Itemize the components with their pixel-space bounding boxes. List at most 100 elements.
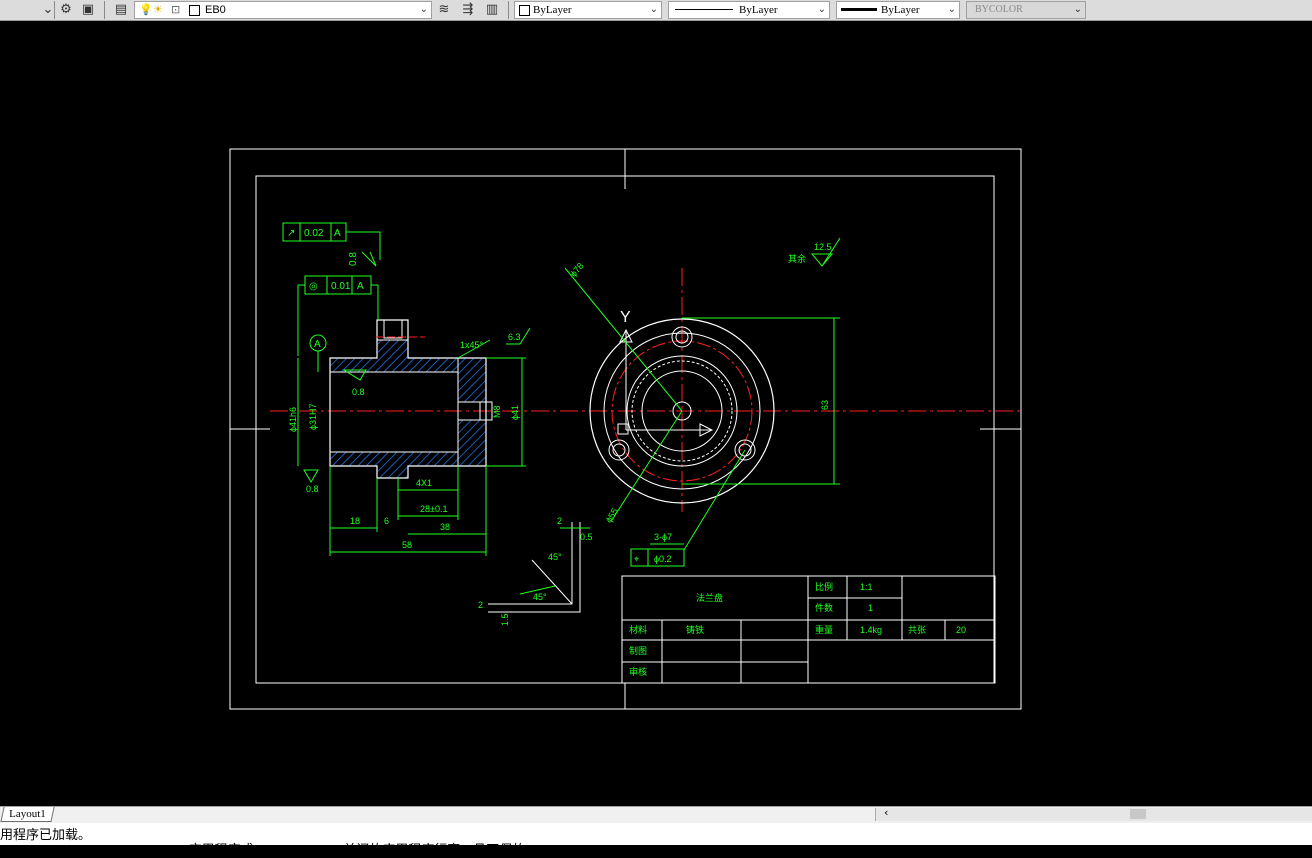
linetype-combo[interactable]: ByLayer ⌄	[668, 1, 830, 19]
svg-text:20: 20	[956, 625, 966, 635]
svg-text:ϕ0.2: ϕ0.2	[654, 554, 672, 564]
svg-text:2: 2	[557, 516, 562, 526]
chevron-down-icon: ⌄	[419, 4, 428, 15]
svg-text:1x45°: 1x45°	[460, 340, 484, 350]
svg-text:0.01: 0.01	[331, 281, 351, 292]
svg-text:1: 1	[868, 603, 873, 613]
linetype-sample	[675, 9, 733, 10]
chevron-down-icon: ⌄	[947, 4, 956, 15]
svg-text:6.3: 6.3	[508, 332, 521, 342]
title-block	[621, 575, 996, 684]
color-combo[interactable]: ByLayer ⌄	[514, 1, 662, 19]
svg-text:12.5: 12.5	[814, 242, 832, 252]
svg-text:28±0.1: 28±0.1	[420, 504, 447, 514]
svg-text:共张: 共张	[908, 625, 926, 635]
svg-text:0.02: 0.02	[304, 228, 324, 239]
svg-text:63: 63	[820, 400, 830, 410]
layer-state-icon[interactable]: ▣	[81, 2, 95, 17]
lineweight-sample	[841, 8, 877, 11]
svg-text:◎: ◎	[309, 281, 318, 292]
svg-text:ϕ41: ϕ41	[510, 405, 520, 420]
bulb-icon: 💡	[139, 3, 153, 16]
color-swatch	[519, 5, 530, 16]
lineweight-combo[interactable]: ByLayer ⌄	[836, 1, 960, 19]
properties-toolbar: ⌄ ⚙ ▣ ▤ 💡 ☀ ⊡ EB0 ⌄ ≋ ⇶ ▥ ByLayer ⌄ ByLa…	[0, 0, 1312, 21]
horizontal-scrollbar[interactable]: ‹	[875, 806, 1312, 821]
svg-text:ϕ31H7: ϕ31H7	[308, 403, 318, 430]
svg-text:1:1: 1:1	[860, 582, 873, 592]
command-line-2: … … … … … … … … … … … 应用程序或 … … … … … 关闭…	[0, 843, 526, 858]
sun-icon: ☀	[153, 3, 163, 16]
section-annotations: 0.8 0.8 6.3 1x45° ϕ41h6 ϕ31H7 M8 ϕ41 4X1…	[288, 327, 531, 556]
layer-name: EB0	[205, 4, 226, 16]
svg-text:其余: 其余	[788, 253, 806, 264]
title-block-text: 法兰盘 比例 1:1 件数 1 材料 铸铁 重量 1.4kg 共张 20 制图 …	[629, 581, 966, 677]
svg-text:A: A	[334, 228, 341, 239]
linetype-combo-value: ByLayer	[739, 4, 778, 16]
svg-text:0.8: 0.8	[348, 252, 359, 266]
svg-text:1.5: 1.5	[500, 613, 510, 626]
svg-text:4X1: 4X1	[416, 478, 432, 488]
svg-text:M8: M8	[492, 405, 502, 418]
svg-text:0.5: 0.5	[580, 532, 593, 542]
gear-icon[interactable]: ⚙	[60, 2, 72, 17]
section-view	[329, 319, 493, 479]
layer-combo[interactable]: 💡 ☀ ⊡ EB0 ⌄	[134, 1, 432, 19]
svg-text:3-ϕ7: 3-ϕ7	[654, 532, 672, 542]
svg-text:材料: 材料	[629, 624, 647, 635]
layer-isolate-icon[interactable]: ▥	[485, 2, 499, 17]
svg-text:0.8: 0.8	[306, 484, 319, 494]
tab-layout1[interactable]: Layout1	[0, 807, 55, 822]
chevron-down-icon: ⌄	[817, 4, 826, 15]
chevron-down-icon: ⌄	[1073, 4, 1082, 15]
datum-a: A	[309, 334, 327, 372]
svg-text:6: 6	[384, 516, 389, 526]
command-line-1: 用程序已加载。	[0, 828, 92, 843]
svg-text:18: 18	[350, 516, 360, 526]
centering-marks	[230, 149, 1021, 709]
svg-text:铸铁: 铸铁	[686, 624, 704, 635]
lineweight-combo-value: ByLayer	[881, 4, 920, 16]
front-view-dimensions: ϕ78 ϕ55 63 3-ϕ7 ⌖ ϕ0.2	[564, 261, 840, 567]
svg-text:ϕ55: ϕ55	[604, 506, 620, 524]
svg-text:重量: 重量	[815, 624, 833, 635]
dropdown-arrow-icon[interactable]: ⌄	[42, 2, 54, 17]
svg-text:0.8: 0.8	[352, 387, 365, 397]
layer-manager-icon[interactable]: ▤	[114, 2, 128, 17]
general-roughness: 其余 12.5	[788, 237, 841, 267]
plotstyle-combo-value: BYCOLOR	[975, 4, 1023, 15]
color-combo-value: ByLayer	[533, 4, 572, 16]
svg-text:件数: 件数	[815, 602, 833, 613]
gdt-concentric-frame: ◎ 0.01 A	[297, 275, 379, 356]
tab-layout1-label: Layout1	[9, 808, 46, 820]
svg-text:A: A	[314, 339, 321, 350]
lock-icon: ⊡	[171, 3, 181, 16]
svg-text:45°: 45°	[548, 552, 562, 562]
svg-text:法兰盘: 法兰盘	[696, 592, 723, 603]
plotstyle-combo[interactable]: BYCOLOR ⌄	[966, 1, 1086, 19]
svg-text:制图: 制图	[629, 645, 647, 656]
scroll-thumb[interactable]	[1130, 809, 1146, 819]
svg-text:ϕ41h6: ϕ41h6	[288, 407, 298, 432]
command-line: 用程序已加载。 … … … … … … … … … … … 应用程序或 … … …	[0, 823, 1312, 858]
svg-text:比例: 比例	[815, 581, 833, 592]
layer-match-icon[interactable]: ⇶	[462, 2, 474, 17]
svg-text:1.4kg: 1.4kg	[860, 625, 882, 635]
svg-text:⌖: ⌖	[634, 554, 639, 564]
scroll-left-icon[interactable]: ‹	[884, 806, 889, 819]
drawing-canvas[interactable]: ↗ 0.02 A 0.8 ◎ 0.01 A A 0.8 0.8 6.3 1x45…	[0, 21, 1312, 806]
svg-text:45°: 45°	[533, 592, 547, 602]
svg-text:2: 2	[478, 600, 483, 610]
gdt-runout-frame: ↗ 0.02 A 0.8	[282, 222, 381, 267]
layer-previous-icon[interactable]: ≋	[438, 2, 450, 17]
svg-text:38: 38	[440, 522, 450, 532]
layer-color-swatch	[189, 5, 200, 16]
front-view	[589, 318, 775, 504]
svg-text:↗: ↗	[287, 228, 295, 239]
chamfer-detail: 2 0.5 45° 45° 2 1.5	[478, 516, 593, 626]
ucs-icon: Y	[617, 309, 714, 437]
svg-text:审核: 审核	[629, 666, 647, 677]
svg-text:58: 58	[402, 540, 412, 550]
chevron-down-icon: ⌄	[649, 4, 658, 15]
drawing-svg[interactable]: ↗ 0.02 A 0.8 ◎ 0.01 A A 0.8 0.8 6.3 1x45…	[0, 21, 1312, 806]
